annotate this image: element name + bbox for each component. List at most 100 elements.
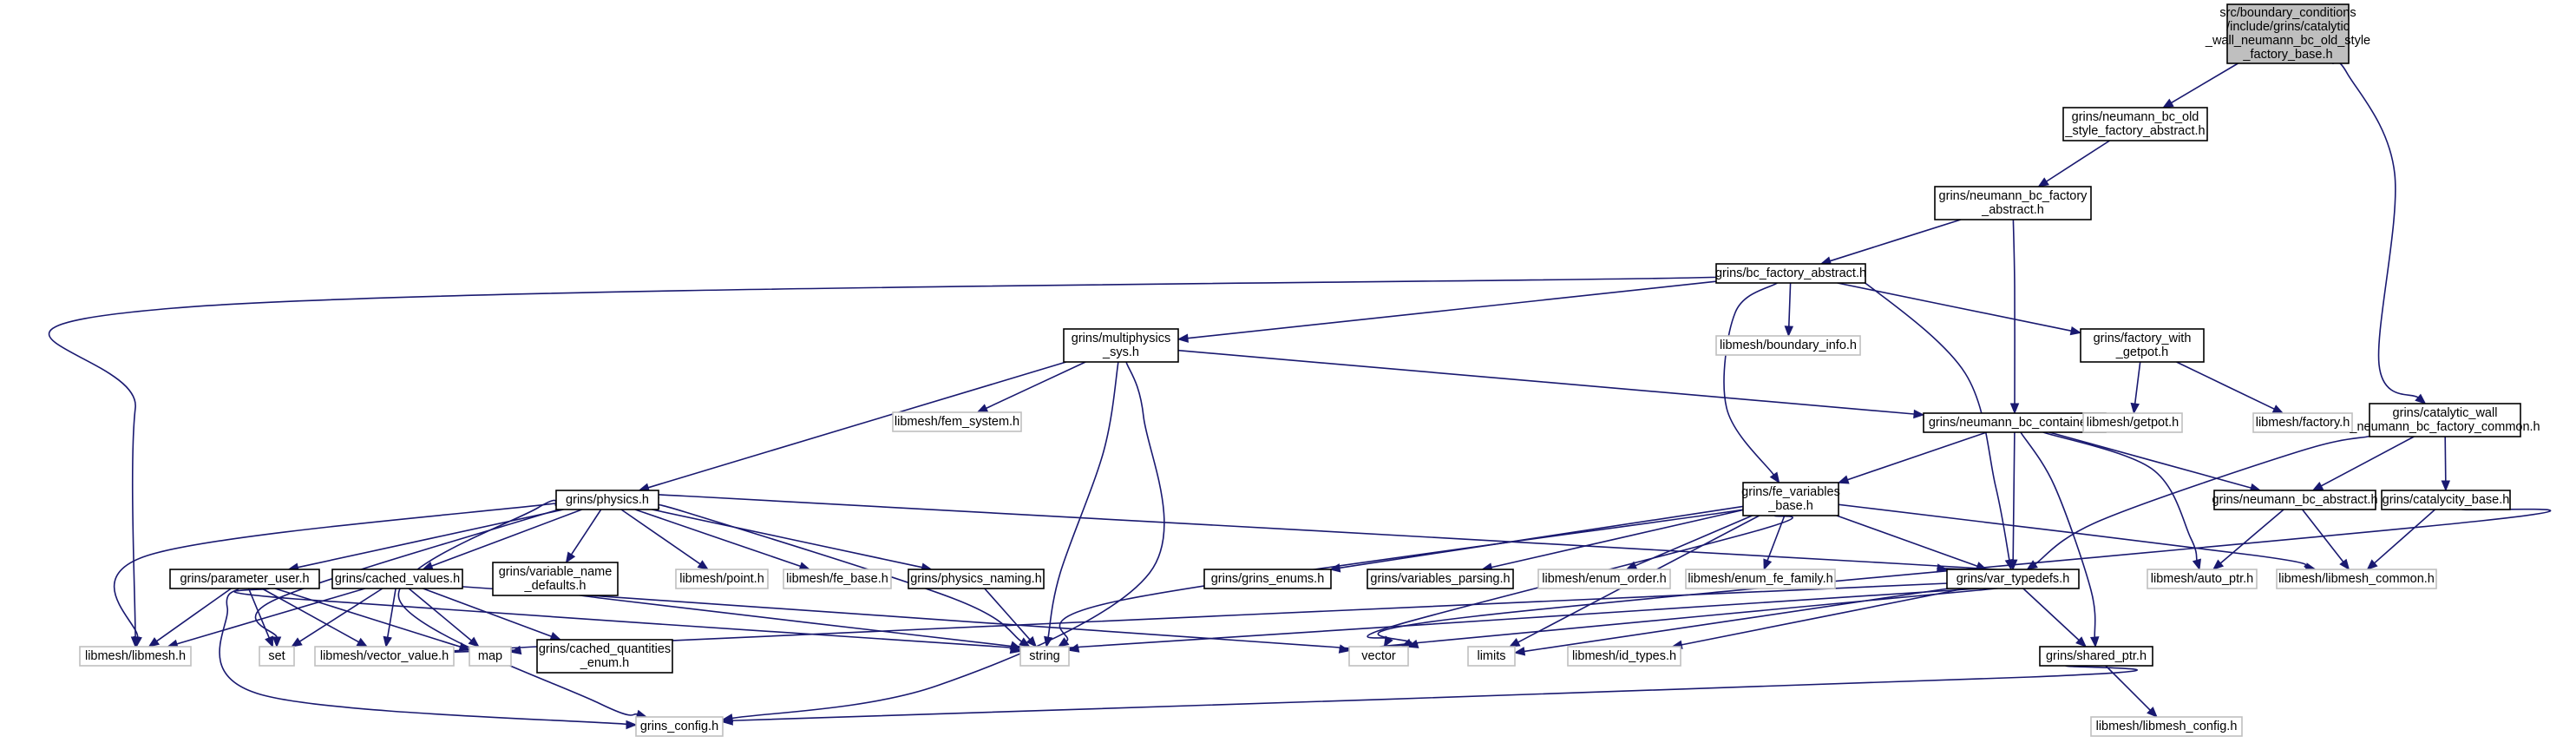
edge-shared_ptr-to-libmesh_config <box>2105 665 2158 718</box>
node-cached_values[interactable]: grins/cached_values.h <box>331 569 463 589</box>
edge-bc_factory_abstract-to-multiphysics_sys <box>1177 280 1717 343</box>
arrowhead <box>2271 404 2284 414</box>
edge-var_typedefs-to-shared_ptr <box>2022 588 2088 648</box>
node-label-line: libmesh/enum_order.h <box>1542 572 1666 586</box>
edge-line <box>408 588 472 641</box>
edge-line <box>1837 282 2072 332</box>
edge-line <box>1524 588 1949 653</box>
node-box <box>1019 646 1070 667</box>
node-neumann_bc_abstract[interactable]: grins/neumann_bc_abstract.h <box>2212 490 2378 510</box>
node-physics_naming[interactable]: grins/physics_naming.h <box>908 569 1045 589</box>
node-grins_enums[interactable]: grins/grins_enums.h <box>1203 569 1332 589</box>
node-shared_ptr[interactable]: grins/shared_ptr.h <box>2039 646 2153 667</box>
arrowhead <box>976 404 989 413</box>
node-variable_name_defaults[interactable]: grins/variable_name_defaults.h <box>492 562 619 596</box>
arrowhead <box>2415 393 2427 404</box>
edge-cached_values-to-vector_value <box>383 588 397 648</box>
node-factory: libmesh/factory.h <box>2252 412 2353 433</box>
edge-line <box>1047 361 1119 638</box>
node-label-line: libmesh/enum_fe_family.h <box>1688 572 1832 586</box>
arrowhead <box>1508 638 1521 648</box>
node-box <box>1537 569 1671 589</box>
node-label-line: libmesh/auto_ptr.h <box>2151 572 2254 586</box>
node-neumann_bc_factory_abstract[interactable]: grins/neumann_bc_factory_abstract.h <box>1934 186 2092 220</box>
arrowhead <box>565 551 576 564</box>
node-box <box>2062 107 2208 141</box>
edge-var_typedefs-to-limits <box>1513 588 1949 656</box>
edge-neumann_bc_factory_abstract-to-bc_factory_abstract <box>1819 219 1962 266</box>
edge-line <box>1766 515 1786 561</box>
arrowhead <box>2212 559 2225 570</box>
node-box <box>259 646 295 667</box>
node-catalycity_base[interactable]: grins/catalycity_base.h <box>2381 490 2511 510</box>
node-variables_parsing[interactable]: grins/variables_parsing.h <box>1367 569 1514 589</box>
edge-line <box>2171 62 2238 104</box>
edge-multiphysics_sys-to-neumann_bc_container <box>1177 349 1925 419</box>
node-id_types: libmesh/id_types.h <box>1567 646 1681 667</box>
arrowhead <box>291 637 303 648</box>
edge-line <box>1177 349 1915 415</box>
edge-line <box>1187 280 1717 339</box>
node-neumann_bc_container[interactable]: grins/neumann_bc_container.h <box>1923 412 2107 433</box>
node-label-line: libmesh/libmesh_common.h <box>2278 572 2435 586</box>
edge-line <box>2331 61 2419 398</box>
edge-line <box>634 509 801 568</box>
edge-line <box>2176 361 2275 410</box>
edge-line <box>986 361 1086 410</box>
edge-line <box>1848 278 2010 561</box>
node-box <box>2369 403 2521 437</box>
node-factory_with_getpot[interactable]: grins/factory_with_getpot.h <box>2080 328 2205 363</box>
node-libmesh: libmesh/libmesh.h <box>79 646 192 667</box>
node-label-line: _factory_base.h <box>2242 48 2332 62</box>
node-label-line: grins/neumann_bc_abstract.h <box>2212 493 2377 507</box>
edge-line <box>431 509 582 567</box>
edge-fe_variables_base-to-grins_enums <box>1328 505 1744 573</box>
node-box <box>2276 569 2437 589</box>
edge-multiphysics_sys-to-fem_system <box>976 361 1086 413</box>
edge-physics-to-grins_config <box>397 499 648 719</box>
node-vector_value: libmesh/vector_value.h <box>314 646 455 667</box>
node-parameter_user[interactable]: grins/parameter_user.h <box>169 569 320 589</box>
edge-line <box>2035 435 2370 565</box>
arrowhead <box>509 645 522 655</box>
node-box <box>1715 263 1866 284</box>
edge-fe_variables_base-to-libmesh_common <box>1826 502 2317 572</box>
node-fe_base: libmesh/fe_base.h <box>783 569 892 589</box>
edge-cached_values-to-set <box>291 588 383 648</box>
node-label-line: grins/neumann_bc_container.h <box>1929 416 2101 430</box>
node-label-line: grins/grins_enums.h <box>1211 572 1325 586</box>
node-label-line: /include/grins/catalytic <box>2226 20 2350 34</box>
node-label-line: libmesh/vector_value.h <box>320 649 449 663</box>
node-label-line: _sys.h <box>1102 345 1139 359</box>
arrowhead <box>2366 559 2378 570</box>
node-catalytic_wall_common[interactable]: grins/catalytic_wall_neumann_bc_factory_… <box>2349 403 2540 437</box>
arrowhead <box>2339 558 2350 571</box>
node-label-line: libmesh/point.h <box>679 572 764 586</box>
node-label-line: grins/catalycity_base.h <box>2383 493 2510 507</box>
edge-line <box>1491 509 1744 569</box>
arrowhead <box>697 560 710 570</box>
node-label-line: grins/cached_quantities <box>539 642 671 656</box>
edge-line <box>620 509 701 565</box>
edge-physics_naming-to-string <box>984 588 1038 648</box>
node-string: string <box>1019 646 1070 667</box>
node-libmesh_config: libmesh/libmesh_config.h <box>2090 716 2243 737</box>
edge-line <box>156 588 232 642</box>
edge-physics-to-cached_values <box>422 509 582 570</box>
node-cached_quantities_enum[interactable]: grins/cached_quantities_enum.h <box>536 639 673 674</box>
node-neumann_bc_old_style_factory_abstract[interactable]: grins/neumann_bc_old_style_factory_abstr… <box>2062 107 2208 141</box>
node-label-line: libmesh/getpot.h <box>2087 416 2179 430</box>
node-root[interactable]: src/boundary_conditions/include/grins/ca… <box>2205 3 2370 64</box>
edge-factory_with_getpot-to-getpot <box>2130 361 2141 415</box>
node-physics[interactable]: grins/physics.h <box>555 490 659 510</box>
edge-parameter_user-to-set <box>247 588 273 648</box>
node-fe_variables_base[interactable]: grins/fe_variables_base.h <box>1741 482 1840 516</box>
node-label-line: grins_config.h <box>640 720 718 733</box>
node-fem_system: libmesh/fem_system.h <box>892 411 1022 432</box>
arrowhead <box>721 716 733 726</box>
node-var_typedefs[interactable]: grins/var_typedefs.h <box>1946 569 2080 589</box>
node-multiphysics_sys[interactable]: grins/multiphysics_sys.h <box>1063 328 1179 363</box>
node-bc_factory_abstract[interactable]: grins/bc_factory_abstract.h <box>1715 263 1866 284</box>
edge-fe_variables_base-to-enum_fe_family <box>1763 515 1786 571</box>
